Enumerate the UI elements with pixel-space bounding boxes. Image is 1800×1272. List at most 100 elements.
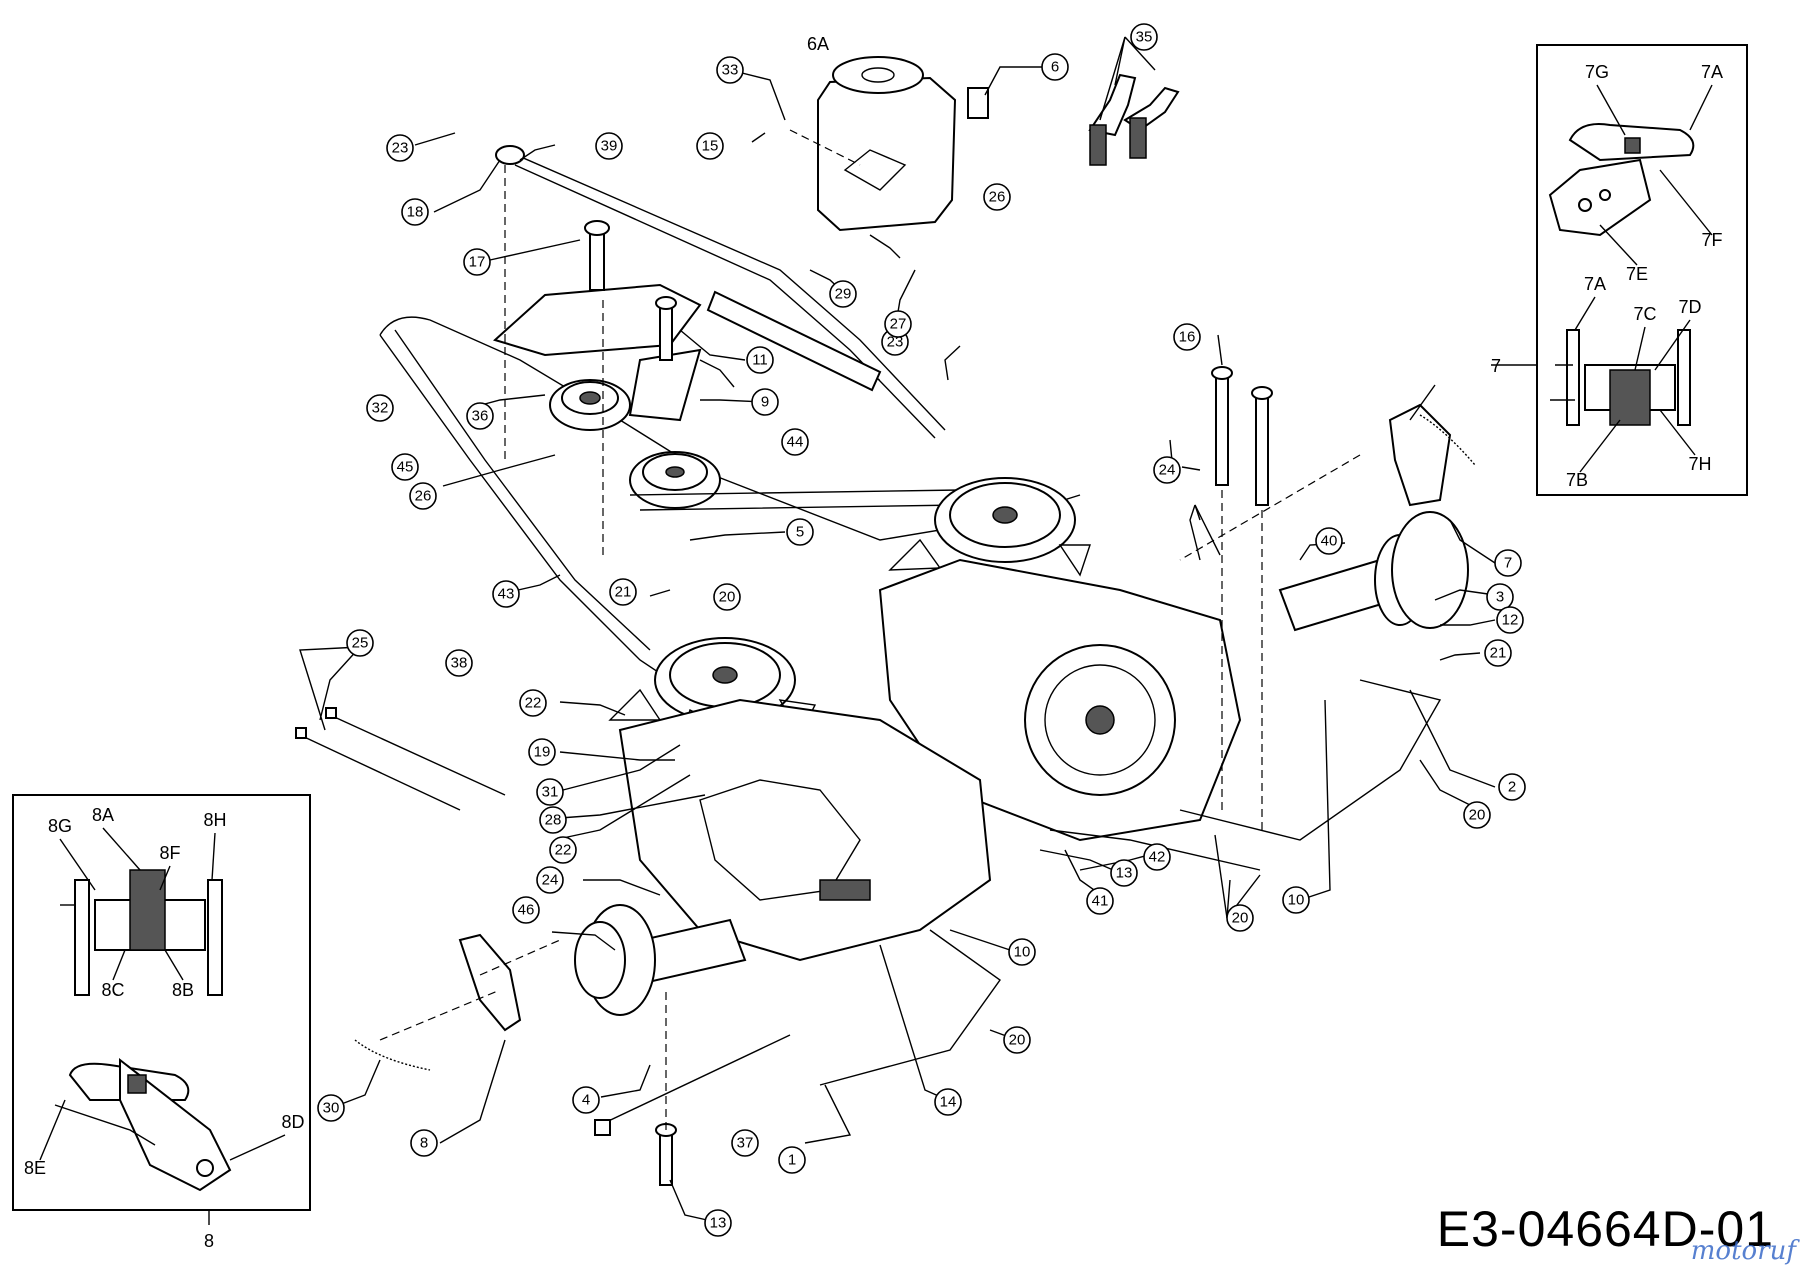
label-8G: 8G <box>48 816 72 836</box>
svg-text:6: 6 <box>1051 59 1059 76</box>
svg-text:14: 14 <box>940 1094 957 1111</box>
svg-text:35: 35 <box>1136 29 1153 46</box>
svg-text:20: 20 <box>719 589 736 606</box>
callouts: 1 2 3 4 5 6 6A 7 8 9 10 10 11 12 13 13 1… <box>317 23 1526 1237</box>
callout-3: 3 <box>1486 583 1514 611</box>
callout-10b: 10 <box>1282 886 1310 914</box>
svg-text:20: 20 <box>1469 807 1486 824</box>
svg-text:44: 44 <box>787 434 804 451</box>
label-8C: 8C <box>101 980 124 1000</box>
callout-12: 12 <box>1496 606 1524 634</box>
callout-25: 25 <box>346 629 374 657</box>
label-8H: 8H <box>203 810 226 830</box>
callout-26b: 26 <box>409 482 437 510</box>
label-8E: 8E <box>24 1158 46 1178</box>
svg-text:22: 22 <box>555 842 572 859</box>
svg-text:4: 4 <box>582 1092 590 1109</box>
svg-text:19: 19 <box>534 744 551 761</box>
callout-20b: 20 <box>1463 801 1491 829</box>
svg-text:9: 9 <box>761 394 769 411</box>
callout-8: 8 <box>410 1129 438 1157</box>
callout-37: 37 <box>731 1129 759 1157</box>
callout-23a: 23 <box>386 134 414 162</box>
svg-text:46: 46 <box>518 902 535 919</box>
label-7F: 7F <box>1701 230 1722 250</box>
drawing-number: E3-04664D-01 <box>1436 1201 1774 1257</box>
callout-22b: 22 <box>549 836 577 864</box>
callout-22a: 22 <box>519 689 547 717</box>
callout-26a: 26 <box>983 183 1011 211</box>
callout-39: 39 <box>595 132 623 160</box>
svg-text:39: 39 <box>601 138 618 155</box>
inset-7-labels: 7 7A 7G 7F 7E 7A 7C 7D 7B 7H <box>1491 62 1723 490</box>
callout-31: 31 <box>536 778 564 806</box>
callout-5: 5 <box>786 518 814 546</box>
svg-text:13: 13 <box>1116 865 1133 882</box>
label-7B: 7B <box>1566 470 1588 490</box>
svg-text:29: 29 <box>835 286 852 303</box>
callout-18: 18 <box>401 198 429 226</box>
callout-46: 46 <box>512 896 540 924</box>
callout-27: 27 <box>884 310 912 338</box>
svg-text:2: 2 <box>1508 779 1516 796</box>
callout-2: 2 <box>1498 773 1526 801</box>
svg-text:21: 21 <box>1490 645 1507 662</box>
svg-text:23: 23 <box>392 140 409 157</box>
callout-15: 15 <box>696 132 724 160</box>
callout-30: 30 <box>317 1094 345 1122</box>
svg-text:10: 10 <box>1288 892 1305 909</box>
svg-text:8: 8 <box>420 1135 428 1152</box>
svg-text:38: 38 <box>451 655 468 672</box>
svg-text:7: 7 <box>1504 555 1512 572</box>
callout-16: 16 <box>1173 323 1201 351</box>
callout-21a: 21 <box>609 578 637 606</box>
parts-artwork <box>295 56 1476 1186</box>
callout-44: 44 <box>781 428 809 456</box>
svg-text:13: 13 <box>710 1215 727 1232</box>
svg-text:33: 33 <box>722 62 739 79</box>
svg-text:41: 41 <box>1092 893 1109 910</box>
svg-text:40: 40 <box>1321 533 1338 550</box>
svg-text:16: 16 <box>1179 329 1196 346</box>
label-7E: 7E <box>1626 264 1648 284</box>
callout-21b: 21 <box>1484 639 1512 667</box>
svg-text:10: 10 <box>1014 944 1031 961</box>
svg-text:5: 5 <box>796 524 804 541</box>
leader-lines <box>208 36 1573 1225</box>
svg-text:31: 31 <box>542 784 559 801</box>
svg-text:37: 37 <box>737 1135 754 1152</box>
callout-24a: 24 <box>1153 456 1181 484</box>
inset-8-labels: 8 8A 8G 8H 8F 8C 8B 8D 8E <box>24 805 305 1251</box>
label-7G: 7G <box>1585 62 1609 82</box>
callout-13a: 13 <box>704 1209 732 1237</box>
callout-28: 28 <box>539 806 567 834</box>
callout-29: 29 <box>829 280 857 308</box>
inset-8-detail <box>12 794 311 1211</box>
label-7A-bottom: 7A <box>1584 274 1606 294</box>
callout-10a: 10 <box>1008 938 1036 966</box>
callout-42: 42 <box>1143 843 1171 871</box>
svg-text:27: 27 <box>890 316 907 333</box>
svg-text:3: 3 <box>1496 589 1504 606</box>
svg-text:20: 20 <box>1009 1032 1026 1049</box>
svg-text:28: 28 <box>545 812 562 829</box>
svg-text:1: 1 <box>788 1152 796 1169</box>
svg-text:15: 15 <box>702 138 719 155</box>
callout-9: 9 <box>751 388 779 416</box>
callout-14: 14 <box>934 1088 962 1116</box>
inset-8-group-label: 8 <box>204 1231 214 1251</box>
callout-7: 7 <box>1494 549 1522 577</box>
callout-17: 17 <box>463 248 491 276</box>
inset-7-detail <box>1536 44 1748 496</box>
callout-1: 1 <box>778 1146 806 1174</box>
callout-6: 6 <box>1041 53 1069 81</box>
svg-text:24: 24 <box>542 872 559 889</box>
svg-text:26: 26 <box>989 189 1006 206</box>
svg-text:12: 12 <box>1502 612 1519 629</box>
svg-text:45: 45 <box>397 459 414 476</box>
svg-text:36: 36 <box>472 408 489 425</box>
label-7A-top: 7A <box>1701 62 1723 82</box>
callout-13b: 13 <box>1110 859 1138 887</box>
callout-38: 38 <box>445 649 473 677</box>
